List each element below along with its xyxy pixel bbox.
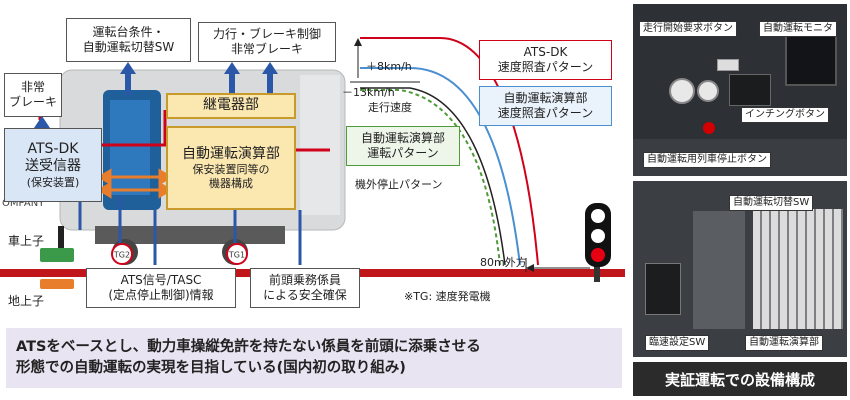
red-line-top [95,110,167,147]
photo-switch-label: 自動運転切替SW [729,195,814,211]
relay-label: 継電器部 [203,97,259,114]
arrow-shaft-brake-2 [267,73,273,93]
dim-80m-head [526,264,534,272]
auto-calc-label: 自動運転演算部 [182,145,280,162]
power-brake-label: 力行・ブレーキ制御 非常ブレーキ [212,27,321,56]
tg2-label: TG2 [113,251,130,260]
tg-note: ※TG: 速度発電機 [404,290,491,303]
red-stop-button [703,122,715,134]
signal-lamp-red [591,248,605,262]
arrow-up-driver [120,62,136,74]
photo-start-btn-label: 走行開始要求ボタン [639,21,737,37]
car-coil-mark [58,226,64,248]
photo-title: 実証運転での設備構成 [664,370,815,389]
signal-lamp-top [591,209,605,223]
photo-temp-sw-label: 臨速設定SW [645,335,710,351]
cab-photo: 走行開始要求ボタン 自動運転モニタ インチングボタン 自動運転用列車停止ボタン [633,4,847,176]
ats-check-pattern-label: ATS-DK 速度照査パターン [497,45,594,74]
arrow-shaft-driver [125,73,131,95]
minus13-label: －13km/h [342,86,395,99]
ground-coil-label: 地上子 [8,294,45,308]
ats-dk-sub: (保安装置) [26,175,80,189]
center-display [729,74,771,106]
dim-plus8-head [354,38,362,46]
auto-calc-box: 自動運転演算部 保安装置同等の 機器構成 [166,126,296,210]
ats-signal-label: ATS信号/TASC (定点停止制御)情報 [108,273,214,302]
plus8-label: ＋8km/h [366,60,412,73]
ats-signal-box: ATS信号/TASC (定点停止制御)情報 [86,268,236,308]
lead-crew-label: 前頭乗務係員 による安全確保 [263,273,347,302]
ground-coil-orange [40,279,74,289]
orange-arrow-head-4 [158,181,173,199]
photo-monitor-label: 自動運転モニタ [759,21,837,37]
arrow-up-emergency [34,116,50,128]
signal-pole [594,260,600,282]
tg1-label: TG1 [228,251,245,260]
photo-inching-label: インチングボタン [741,107,829,123]
auto-calc-sub: 保安装置同等の 機器構成 [192,163,270,190]
auto-check-curve [360,67,521,266]
arrow-up-brake-1 [224,62,240,74]
rack-photo: 自動運転切替SW 臨速設定SW 自動運転演算部 [633,181,847,357]
distance-label: 80m外方 [480,256,527,269]
caption-text: ATSをベースとし、動力車操縦免許を持たない係員を前頭に添乗させる 形態での自動… [16,339,481,377]
orange-arrow-head-2 [158,168,173,186]
run-speed-curve [360,87,506,266]
orange-arrow-head-1 [97,168,112,186]
ats-dk-label: ATS-DK 送受信器 [25,140,81,175]
arrow-up-brake-2 [262,62,278,74]
car-coil-label: 車上子 [8,234,45,248]
gauge-2 [697,80,719,102]
gauge-1 [669,78,695,104]
train-window-band [300,75,340,215]
auto-check-pattern-label: 自動運転演算部 速度照査パターン [497,91,594,120]
photo-title-bar: 実証運転での設備構成 [633,362,847,396]
auto-check-pattern-box: 自動運転演算部 速度照査パターン [479,86,612,126]
tg1-marker [226,243,248,265]
photo-stop-btn-label: 自動運転用列車停止ボタン [643,152,771,168]
company-text: OMPANY [2,198,45,209]
lead-crew-box: 前頭乗務係員 による安全確保 [250,268,360,308]
signal-lamp-mid [591,229,605,243]
temp-switch-panel [645,263,681,315]
emergency-brake-label: 非常 ブレーキ [8,80,57,109]
driver-conditions-label: 運転台条件・ 自動運転切替SW [82,25,175,54]
power-brake-box: 力行・ブレーキ制御 非常ブレーキ [198,22,336,62]
tg2-marker [111,243,133,265]
photo-calc-label: 自動運転演算部 [745,335,823,351]
auto-run-pattern-label: 自動運転演算部 運転パターン [360,131,445,160]
driver-conditions-box: 運転台条件・ 自動運転切替SW [66,18,191,62]
auto-run-pattern-box: 自動運転演算部 運転パターン [346,126,460,166]
run-speed-label: 走行速度 [368,101,412,114]
caption-box: ATSをベースとし、動力車操縦免許を持たない係員を前頭に添乗させる 形態での自動… [6,328,622,388]
emergency-brake-box: 非常 ブレーキ [4,73,62,117]
ground-coil-green [40,248,74,262]
stop-pattern-label: 機外停止パターン [355,178,443,191]
relay-box: 継電器部 [166,93,296,119]
train-blue-inner [110,100,150,195]
ats-dk-box: ATS-DK 送受信器 (保安装置) [4,128,102,202]
start-request-buttons [717,59,739,71]
rack-cards [753,209,843,329]
arrow-shaft-brake-1 [229,73,235,93]
orange-arrow-head-3 [97,181,112,199]
auto-run-curve [360,89,501,266]
rack-left-panel [693,211,745,329]
ats-check-pattern-box: ATS-DK 速度照査パターン [479,40,612,80]
